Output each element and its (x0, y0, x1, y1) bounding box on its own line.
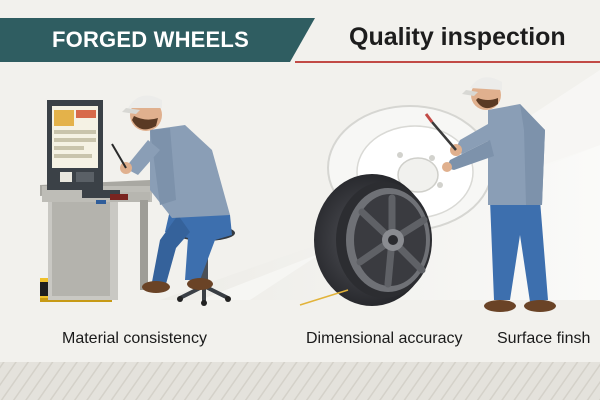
caption-surface-finish: Surface finsh (497, 330, 591, 347)
header-badge-text: FORGED WHEELS (52, 27, 249, 52)
header-badge-shape (0, 18, 315, 62)
caption-material-consistency: Material consistency (62, 330, 207, 347)
floor-stripes (0, 362, 600, 400)
seated-worker (111, 95, 232, 293)
page-title: Quality inspection (349, 23, 566, 51)
computer-console (40, 100, 152, 300)
standing-worker (424, 77, 556, 312)
caption-dimensional-accuracy: Dimensional accuracy (306, 330, 463, 347)
forged-wheel (314, 174, 432, 306)
measurement-line (299, 289, 349, 306)
